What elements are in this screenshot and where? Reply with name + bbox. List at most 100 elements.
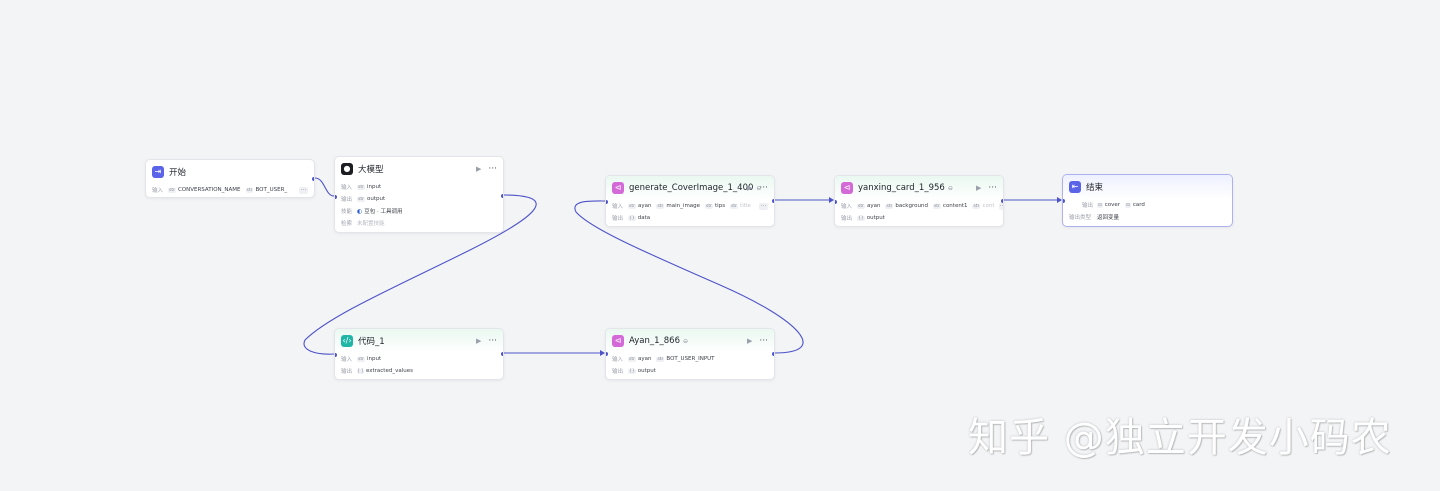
play-icon[interactable]: ▶ bbox=[747, 184, 753, 192]
play-icon[interactable]: ▶ bbox=[476, 165, 482, 173]
more-icon[interactable]: ··· bbox=[988, 183, 997, 193]
plugin-icon: ⊲ bbox=[612, 335, 624, 347]
end-icon: ⇤ bbox=[1069, 181, 1081, 193]
code-icon: ‹/› bbox=[341, 335, 353, 347]
var-tag: ⊡cover bbox=[1097, 202, 1121, 208]
input-port[interactable] bbox=[1063, 199, 1065, 203]
output-label: 输出 bbox=[841, 216, 853, 222]
input-label: 输入 bbox=[341, 357, 353, 363]
output-label: 输出 bbox=[612, 216, 624, 222]
input-port[interactable] bbox=[335, 195, 337, 199]
output-port[interactable] bbox=[1001, 199, 1003, 203]
ayan-output-row: 输出 {}output bbox=[606, 365, 774, 377]
input-port[interactable] bbox=[606, 200, 608, 204]
var-tag: [ ]extracted_values bbox=[357, 368, 413, 374]
code-output-row: 输出 [ ]extracted_values bbox=[335, 365, 503, 377]
plugin-icon: ⊲ bbox=[612, 182, 624, 194]
node-actions: ▶ ··· bbox=[476, 157, 497, 181]
start-icon: ⇥ bbox=[152, 166, 164, 178]
node-title: 结束 bbox=[1086, 183, 1104, 193]
output-label: 输出 bbox=[341, 369, 353, 375]
more-vars-icon[interactable]: ··· bbox=[999, 202, 1003, 210]
plugin-icon: ⊲ bbox=[841, 182, 853, 194]
start-node-header[interactable]: ⇥ 开始 bbox=[146, 160, 314, 184]
watermark: 知乎 @独立开发小码农 bbox=[968, 415, 1392, 461]
node-actions: ▶ ··· bbox=[976, 176, 997, 200]
input-label: 输入 bbox=[612, 357, 624, 363]
var-tag: ⊡card bbox=[1125, 202, 1145, 208]
node-actions: ▶ ··· bbox=[476, 329, 497, 353]
input-port[interactable] bbox=[335, 353, 337, 357]
llm-retrieval-row: 检索 未配置技能 bbox=[335, 217, 503, 229]
node-title: 大模型 bbox=[358, 165, 384, 175]
play-icon[interactable]: ▶ bbox=[476, 337, 482, 345]
end-node-header[interactable]: ⇤ 结束 bbox=[1063, 175, 1232, 199]
input-port[interactable] bbox=[835, 200, 837, 204]
output-port[interactable] bbox=[772, 352, 774, 356]
var-tag: {}output bbox=[857, 215, 885, 221]
cover-image-plugin-node[interactable]: ⊲ generate_CoverImage_1_400 ⊖ ▶ ··· 输入 s… bbox=[605, 175, 775, 227]
end-output-type-row: 输出类型 返回变量 bbox=[1063, 211, 1232, 223]
input-port[interactable] bbox=[606, 352, 608, 356]
node-title: 开始 bbox=[169, 168, 187, 178]
play-icon[interactable]: ▶ bbox=[976, 184, 982, 192]
var-tag: {}data bbox=[628, 215, 651, 221]
llm-icon: ● bbox=[341, 163, 353, 175]
more-icon[interactable]: ··· bbox=[759, 183, 768, 193]
cover-node-header[interactable]: ⊲ generate_CoverImage_1_400 ⊖ ▶ ··· bbox=[606, 176, 774, 200]
more-vars-icon[interactable]: ··· bbox=[299, 186, 308, 194]
output-port[interactable] bbox=[501, 194, 503, 198]
end-output-row: 输出 ⊡cover ⊡card bbox=[1063, 199, 1232, 211]
node-title: Ayan_1_866 bbox=[629, 336, 680, 346]
node-title: generate_CoverImage_1_400 bbox=[629, 183, 754, 193]
node-actions: ▶ ··· bbox=[747, 329, 768, 353]
lock-icon: ⊖ bbox=[756, 184, 762, 192]
cover-output-row: 输出 {}data bbox=[606, 212, 774, 224]
more-icon[interactable]: ··· bbox=[759, 336, 768, 346]
output-port[interactable] bbox=[772, 199, 774, 203]
skill-label: 技能 bbox=[341, 209, 353, 215]
edge-start-llm[interactable] bbox=[314, 177, 335, 197]
llm-skill-row: 技能 ◐豆包 · 工具调用 bbox=[335, 205, 503, 217]
output-port[interactable] bbox=[501, 352, 503, 356]
output-port[interactable] bbox=[312, 177, 314, 181]
doubao-icon: ◐ bbox=[357, 207, 363, 215]
ayan-node-header[interactable]: ⊲ Ayan_1_866 ⊖ ▶ ··· bbox=[606, 329, 774, 353]
input-label: 输入 bbox=[341, 185, 353, 191]
more-icon[interactable]: ··· bbox=[488, 164, 497, 174]
llm-node-header[interactable]: ● 大模型 ▶ ··· bbox=[335, 157, 503, 181]
node-title: 代码_1 bbox=[358, 337, 385, 347]
var-tag: {}output bbox=[628, 368, 656, 374]
play-icon[interactable]: ▶ bbox=[747, 337, 753, 345]
input-label: 输入 bbox=[841, 204, 853, 210]
end-node[interactable]: ⇤ 结束 输出 ⊡cover ⊡card 输出类型 返回变量 bbox=[1062, 174, 1233, 227]
node-actions: ▶ ··· bbox=[747, 176, 768, 200]
more-vars-icon[interactable]: ··· bbox=[759, 202, 768, 210]
more-icon[interactable]: ··· bbox=[488, 336, 497, 346]
card-node-header[interactable]: ⊲ yanxing_card_1_956 ⊖ ▶ ··· bbox=[835, 176, 1003, 200]
code-node-header[interactable]: ‹/› 代码_1 ▶ ··· bbox=[335, 329, 503, 353]
